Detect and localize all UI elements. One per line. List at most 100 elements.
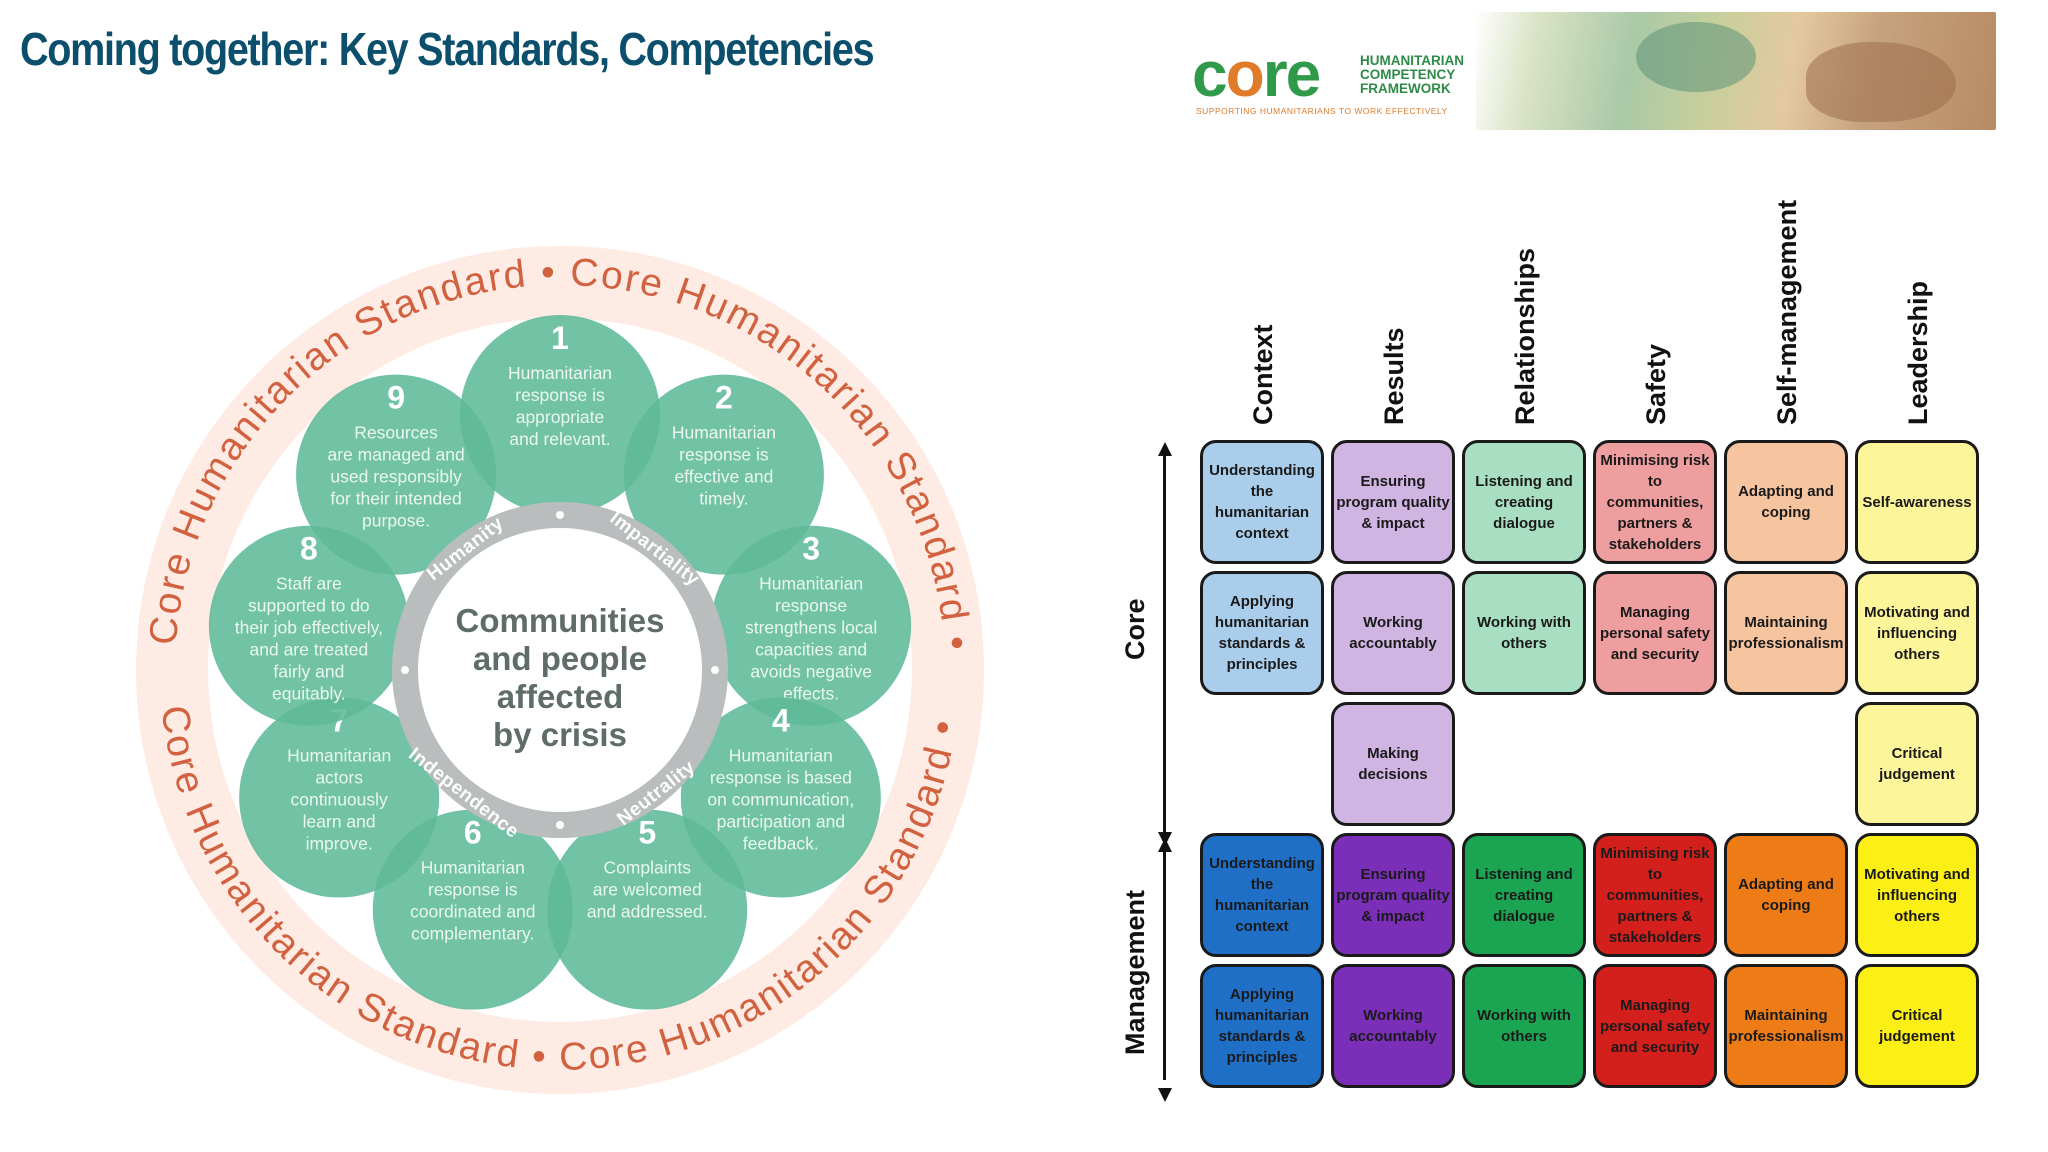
commitment-6-text-line: complementary. — [411, 924, 534, 944]
column-header-safety: Safety — [1593, 150, 1723, 425]
column-header-label: Results — [1379, 327, 1409, 425]
commitment-5-text-line: Complaints — [603, 858, 691, 878]
center-line-1: Communities — [455, 602, 664, 639]
principle-separator-dot — [556, 821, 564, 829]
core-axis-line — [1163, 448, 1166, 978]
commitment-4-circle — [680, 697, 881, 898]
commitment-2-text-line: effective and — [674, 467, 773, 487]
commitment-3-text-line: Humanitarian — [759, 574, 863, 594]
commitment-4-text-line: participation and — [717, 812, 845, 832]
core-competency-cell: Making decisions — [1331, 702, 1455, 826]
commitment-9-circle — [296, 374, 497, 575]
management-competency-cell: Applying humanitarian standards & princi… — [1200, 964, 1324, 1088]
commitment-4-text-line: response is based — [710, 768, 852, 788]
principle-separator-dot — [401, 666, 409, 674]
commitment-8-text-line: equitably. — [272, 684, 346, 704]
commitment-7-text-line: improve. — [306, 834, 373, 854]
logo-line-1: HUMANITARIAN — [1360, 53, 1464, 68]
commitment-5-text-line: and addressed. — [587, 902, 708, 922]
core-axis-arrow-up — [1158, 442, 1172, 456]
core-competency-cell: Ensuring program quality & impact — [1331, 440, 1455, 564]
management-competency-cell: Working accountably — [1331, 964, 1455, 1088]
column-header-relationships: Relationships — [1462, 150, 1592, 425]
commitment-8-text-line: fairly and — [273, 662, 344, 682]
management-competency-cell: Motivating and influencing others — [1855, 833, 1979, 957]
chs-flower-diagram: Core Humanitarian Standard • Core Humani… — [120, 230, 1000, 1110]
commitment-7-text-line: actors — [315, 768, 363, 788]
management-competency-cell: Working with others — [1462, 964, 1586, 1088]
column-header-self-management: Self-management — [1724, 150, 1854, 425]
principle-separator-dot — [711, 666, 719, 674]
commitment-3-number: 3 — [802, 531, 820, 567]
management-competency-cell: Minimising risk to communities, partners… — [1593, 833, 1717, 957]
commitment-2-text-line: timely. — [699, 489, 748, 509]
core-competency-cell: Understanding the humanitarian context — [1200, 440, 1324, 564]
commitment-9-text-line: are managed and — [327, 445, 464, 465]
center-line-4: by crisis — [493, 716, 627, 753]
commitment-6-number: 6 — [464, 815, 482, 851]
logo-letter-c: c — [1192, 38, 1228, 110]
commitment-8-number: 8 — [300, 531, 318, 567]
column-header-label: Self-management — [1772, 199, 1802, 425]
commitment-8-text-line: their job effectively, — [235, 618, 383, 638]
commitment-2-text-line: response is — [679, 445, 769, 465]
chs-center-label: Communities and people affected by crisi… — [455, 602, 664, 753]
commitment-4-text-line: feedback. — [743, 834, 819, 854]
management-competency-cell: Maintaining professionalism — [1724, 964, 1848, 1088]
commitment-3-text-line: response — [775, 596, 847, 616]
column-header-label: Leadership — [1903, 280, 1933, 425]
commitment-1-text-line: and relevant. — [509, 429, 610, 449]
chs-flower-svg: Core Humanitarian Standard • Core Humani… — [136, 246, 984, 1094]
commitment-1-number: 1 — [551, 320, 569, 356]
commitment-3-text-line: avoids negative — [750, 662, 872, 682]
core-competency-cell: Applying humanitarian standards & princi… — [1200, 571, 1324, 695]
commitment-9-text-line: for their intended — [330, 489, 461, 509]
commitment-3-text-line: effects. — [783, 684, 839, 704]
logo-world-map — [1476, 12, 1996, 130]
core-competency-cell: Managing personal safety and security — [1593, 571, 1717, 695]
chs-center-disc — [418, 528, 702, 812]
core-competency-cell: Adapting and coping — [1724, 440, 1848, 564]
commitment-6-text-line: response is — [428, 880, 518, 900]
center-line-3: affected — [497, 678, 624, 715]
column-header-context: Context — [1200, 150, 1330, 426]
commitment-2-number: 2 — [715, 380, 733, 416]
management-axis-arrow-up — [1158, 838, 1172, 852]
core-framework-logo: core HUMANITARIAN COMPETENCY FRAMEWORK S… — [1192, 12, 1996, 132]
management-competency-cell: Managing personal safety and security — [1593, 964, 1717, 1088]
column-header-label: Context — [1248, 324, 1278, 426]
management-competency-cell: Critical judgement — [1855, 964, 1979, 1088]
commitment-7-text-line: learn and — [303, 812, 376, 832]
logo-line-2: COMPETENCY — [1360, 67, 1456, 82]
management-axis-arrow-down — [1158, 1088, 1172, 1102]
logo-line-3: FRAMEWORK — [1360, 81, 1451, 96]
core-competency-cell: Working accountably — [1331, 571, 1455, 695]
commitment-1-text-line: response is — [515, 385, 605, 405]
management-competency-cell: Listening and creating dialogue — [1462, 833, 1586, 957]
commitment-9-text-line: purpose. — [362, 511, 430, 531]
commitment-9-number: 9 — [387, 380, 405, 416]
logo-letters-re: re — [1262, 38, 1321, 110]
column-header-results: Results — [1331, 150, 1461, 425]
core-competency-cell: Maintaining professionalism — [1724, 571, 1848, 695]
core-competency-cell: Critical judgement — [1855, 702, 1979, 826]
commitment-7-circle — [239, 697, 440, 898]
commitment-2-text-line: Humanitarian — [672, 423, 776, 443]
row-label-management: Management — [1120, 889, 1150, 1055]
commitment-8-text-line: Staff are — [276, 574, 342, 594]
commitment-7-text-line: continuously — [291, 790, 389, 810]
logo-framework-name: HUMANITARIAN COMPETENCY FRAMEWORK — [1360, 54, 1464, 96]
commitment-3-circle — [711, 525, 912, 726]
column-header-label: Safety — [1641, 343, 1671, 425]
commitment-3-text-line: capacities and — [755, 640, 867, 660]
management-competency-cell: Understanding the humanitarian context — [1200, 833, 1324, 957]
